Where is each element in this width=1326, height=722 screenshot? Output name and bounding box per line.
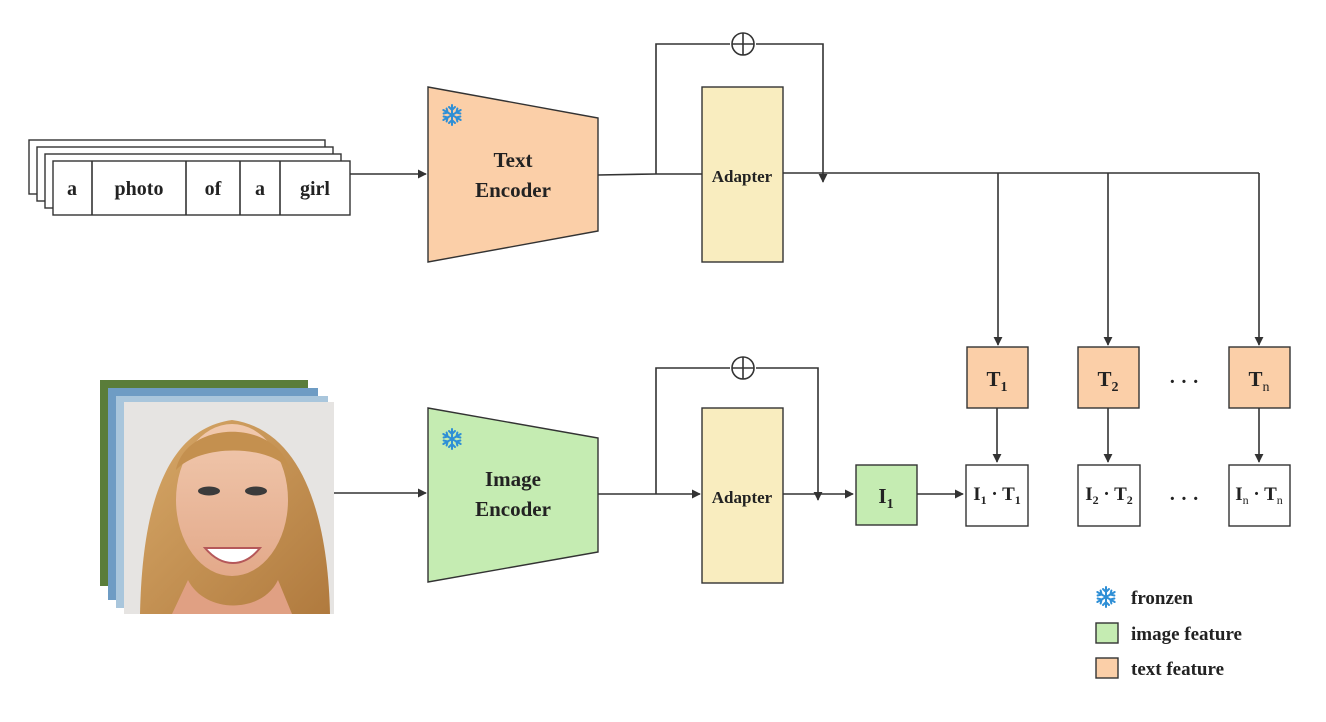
svg-text:T2: T2 <box>1097 367 1118 395</box>
ellipsis-bottom: · · · <box>1169 488 1199 510</box>
legend-text-label: text feature <box>1131 659 1224 680</box>
svg-text:I1 · T1: I1 · T1 <box>973 484 1021 507</box>
legend-image-swatch <box>1095 622 1119 644</box>
image-feature-box: I1 <box>855 464 918 526</box>
image-encoder-label-line2: Encoder <box>475 497 551 521</box>
text-adapter <box>701 86 784 263</box>
token-row: a photo of a girl <box>52 160 351 216</box>
image-adapter <box>701 407 784 584</box>
token-word: of <box>205 178 222 200</box>
legend-frozen-label: fronzen <box>1131 588 1193 609</box>
text-encoder: Text Encoder <box>427 86 599 263</box>
svg-text:I2 · T2: I2 · T2 <box>1085 484 1133 507</box>
snowflake-icon <box>1096 586 1116 608</box>
legend: fronzen image feature text feature <box>1095 586 1242 680</box>
text-feature-box: T1 <box>966 346 1029 409</box>
text-encoder-label-line1: Text <box>494 148 533 172</box>
face-photo <box>124 402 334 614</box>
image-encoder-label-line1: Image <box>485 467 541 491</box>
text-feature-box: T2 <box>1077 346 1140 409</box>
face-image-stack <box>100 380 334 614</box>
image-adapter-branch: Adapter <box>598 356 854 584</box>
text-adapter-branch: Adapter <box>597 32 1259 263</box>
similarity-product-box: I1 · T1 <box>965 464 1029 527</box>
text-encoder-label-line2: Encoder <box>475 178 551 202</box>
text-adapter-label: Adapter <box>712 167 773 186</box>
image-encoder: Image Encoder <box>427 407 599 583</box>
svg-text:In · Tn: In · Tn <box>1235 484 1283 507</box>
text-feature-box: Tn <box>1228 346 1291 409</box>
legend-text-swatch <box>1095 657 1119 679</box>
similarity-product-box: In · Tn <box>1228 464 1291 527</box>
similarity-product-box: I2 · T2 <box>1077 464 1141 527</box>
feature-base: I <box>878 484 886 508</box>
svg-text:I1: I1 <box>878 484 893 512</box>
svg-text:T1: T1 <box>986 367 1007 395</box>
token-word: a <box>255 178 265 200</box>
token-word: a <box>67 178 77 200</box>
svg-text:Tn: Tn <box>1248 367 1269 395</box>
ellipsis-top: · · · <box>1169 371 1199 393</box>
token-word: photo <box>115 178 164 200</box>
token-input-stack: a photo of a girl <box>28 139 351 216</box>
feature-sub: 1 <box>887 497 894 512</box>
image-adapter-label: Adapter <box>712 488 773 507</box>
legend-image-label: image feature <box>1131 624 1242 645</box>
token-word: girl <box>300 178 330 200</box>
